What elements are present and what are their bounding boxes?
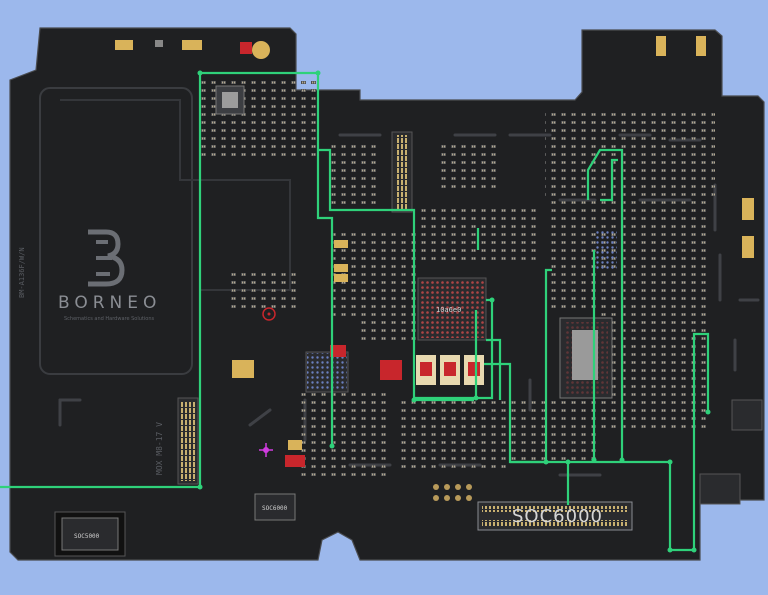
connector-small-center[interactable] bbox=[254, 493, 296, 521]
test-pads bbox=[433, 484, 472, 501]
connector-bottom-left-label: SOC5000 bbox=[74, 533, 100, 540]
borneo-logo-tagline: Schematics and Hardware Solutions bbox=[64, 316, 154, 322]
crosshair-cursor-icon bbox=[259, 443, 273, 457]
trace-vias bbox=[197, 70, 711, 553]
component-clusters bbox=[200, 80, 715, 480]
soc6000-label: SOC6000 bbox=[512, 506, 603, 527]
fiducial-marker bbox=[262, 307, 276, 321]
button-pad-right bbox=[731, 399, 763, 431]
shield-frame bbox=[39, 87, 193, 375]
bga-chip-right bbox=[595, 230, 617, 270]
board-id-vertical: BM-A136F/W/N bbox=[18, 247, 26, 298]
borneo-logo-text: BORNEO bbox=[58, 293, 161, 313]
board-model-vertical: MOX M8-17 V bbox=[155, 422, 164, 475]
soc-bga-label: 10a6e0 bbox=[436, 306, 461, 314]
connector-small-center-label: SOC6000 bbox=[262, 505, 288, 512]
borneo-logo-icon bbox=[88, 229, 125, 287]
button-pad-bottom-right bbox=[699, 473, 741, 505]
